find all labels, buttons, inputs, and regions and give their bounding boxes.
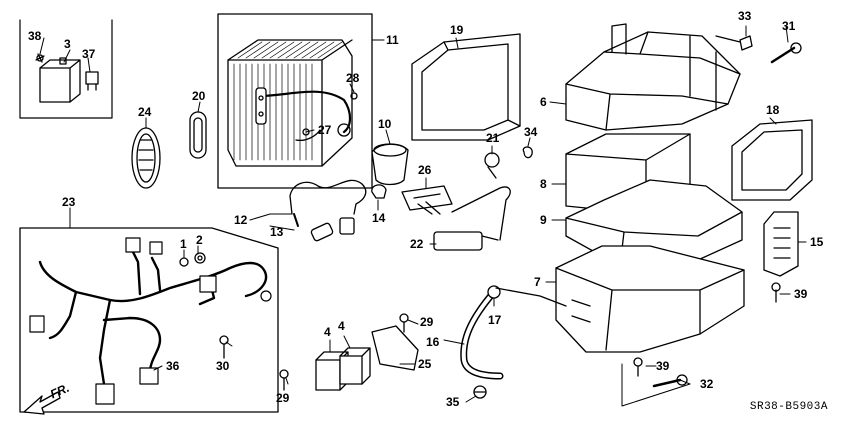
drain-hose-16: [460, 285, 567, 380]
callout-20: 20: [192, 89, 206, 103]
clip-28: [350, 92, 358, 100]
callout-7: 7: [534, 275, 541, 289]
callout-1: 1: [180, 237, 187, 251]
callout-13: 13: [270, 225, 284, 239]
callout-27: 27: [318, 123, 332, 137]
callout-31: 31: [782, 19, 796, 33]
callout-37: 37: [82, 47, 96, 61]
callout-32: 32: [700, 377, 714, 391]
callout-8: 8: [540, 177, 547, 191]
callout-9: 9: [540, 213, 547, 227]
callout-33: 33: [738, 9, 752, 23]
callout-39-right: 39: [794, 287, 808, 301]
grommet-21: [484, 152, 500, 179]
clip-37: [85, 71, 99, 91]
screw-29-lower: [279, 369, 289, 391]
relay-part-3: [39, 57, 81, 103]
harness-group-border: [19, 227, 279, 413]
sensor-tube-12: [289, 179, 367, 242]
callout-21: 21: [486, 131, 500, 145]
bracket-15: [763, 211, 799, 277]
callout-35: 35: [446, 395, 460, 409]
wire-harness-23: [38, 248, 268, 386]
seal-24: [131, 127, 161, 189]
callout-30: 30: [216, 359, 230, 373]
screw-39-center: [633, 357, 643, 377]
callout-29-lower: 29: [276, 391, 290, 405]
leader-lines: [39, 25, 807, 407]
callout-6: 6: [540, 95, 547, 109]
callout-15: 15: [810, 235, 824, 249]
upper-case-6: [565, 23, 741, 131]
callout-3: 3: [64, 37, 71, 51]
front-arrow-icon: [23, 391, 61, 415]
seal-20: [189, 111, 207, 159]
relay-4b: [339, 347, 371, 385]
callout-10: 10: [378, 117, 392, 131]
callout-38: 38: [28, 29, 42, 43]
heater-case-7: [555, 245, 745, 353]
seal-19: [411, 33, 521, 141]
diagram-code: SR38-B5903A: [749, 401, 828, 413]
clamp-35: [473, 385, 487, 399]
callout-18: 18: [766, 103, 780, 117]
callout-12: 12: [234, 213, 248, 227]
callout-19: 19: [450, 23, 464, 37]
thermostat-22: [433, 186, 511, 251]
callout-2: 2: [196, 233, 203, 247]
harness-connectors: [29, 237, 272, 405]
screw-29-upper: [399, 313, 409, 333]
screw-30: [219, 335, 229, 359]
callout-29-upper: 29: [420, 315, 434, 329]
screw-39-right: [771, 282, 781, 303]
callout-4-right: 4: [338, 319, 345, 333]
inset-border: [19, 19, 113, 119]
callout-28: 28: [346, 71, 360, 85]
callout-14: 14: [372, 211, 386, 225]
cap-33: [715, 35, 753, 51]
callout-39-center: 39: [656, 359, 670, 373]
connector-26: [401, 185, 453, 215]
callout-17: 17: [488, 313, 502, 327]
callout-26: 26: [418, 163, 432, 177]
callout-23: 23: [62, 195, 76, 209]
screw-31: [770, 42, 802, 64]
callout-36: 36: [166, 359, 180, 373]
clamp-14: [371, 184, 387, 199]
evaporator-core: [227, 39, 353, 167]
clip-34: [522, 146, 533, 159]
part-27: [302, 128, 310, 136]
screw-32: [652, 374, 688, 388]
callout-24: 24: [138, 105, 152, 119]
callout-16: 16: [426, 335, 440, 349]
callout-11: 11: [386, 33, 399, 47]
bracket-25: [371, 325, 419, 371]
screw-38: [35, 53, 45, 63]
callout-34: 34: [524, 125, 538, 139]
seal-18: [731, 119, 813, 201]
seal-10: [371, 143, 409, 186]
callout-22: 22: [410, 237, 424, 251]
callout-4-left: 4: [324, 325, 331, 339]
callout-25: 25: [418, 357, 432, 371]
